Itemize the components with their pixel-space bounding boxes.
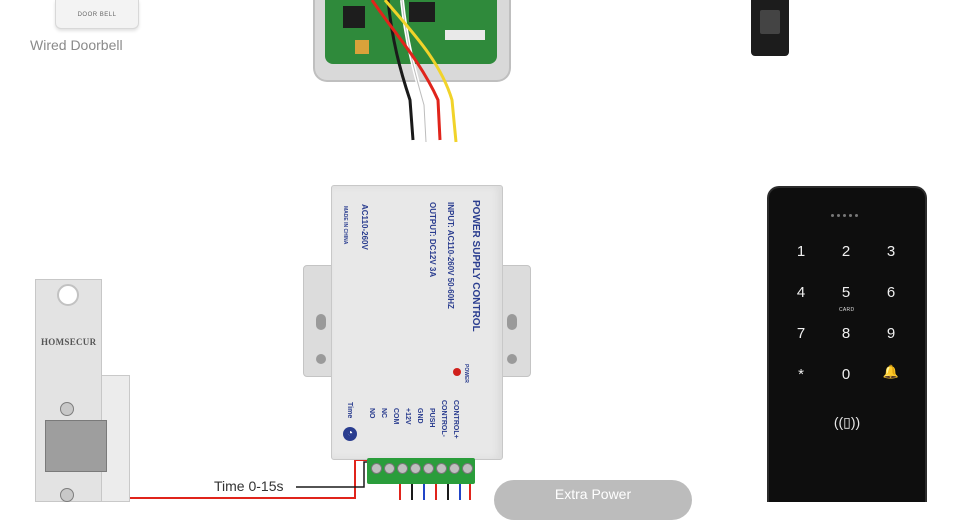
screw-icon (60, 402, 74, 416)
mount-hole-icon (507, 314, 517, 330)
wire-red-lock (128, 459, 376, 499)
rfid-card-icon: ((▯)) (833, 414, 861, 430)
ps-time-label: Time (346, 402, 353, 419)
terminal-screw-icon (397, 463, 408, 474)
key-star[interactable]: * (798, 366, 804, 383)
terminal-screw-icon (436, 463, 447, 474)
ps-terminal-block (367, 458, 475, 484)
card-label: CARD (839, 307, 855, 313)
terminal-screw-icon (384, 463, 395, 474)
key-2[interactable]: 2 (841, 243, 851, 260)
controller-board (313, 0, 511, 82)
ps-terminal-label-12v: +12V (404, 408, 411, 425)
key-5[interactable]: 5 (841, 284, 851, 301)
doorbell-caption: Wired Doorbell (30, 37, 123, 53)
lock-latch-mechanism (45, 420, 107, 472)
time-range-label: Time 0-15s (214, 478, 284, 494)
key-7[interactable]: 7 (796, 325, 806, 342)
exit-button-face (760, 10, 780, 34)
ps-terminal-label-push: PUSH (428, 408, 435, 428)
ps-output: OUTPUT: DC12V 3A (428, 202, 437, 278)
ps-title: POWER SUPPLY CONTROL (470, 200, 481, 332)
bell-icon[interactable]: 🔔 (882, 364, 900, 379)
doorbell-device: DOOR BELL (55, 0, 139, 29)
wire-red-top (370, 0, 442, 141)
ps-terminal-label-no: NO (368, 408, 375, 419)
key-9[interactable]: 9 (886, 325, 896, 342)
key-4[interactable]: 4 (796, 284, 806, 301)
power-led (453, 368, 461, 376)
timer-knob-icon: ◔ (343, 427, 357, 441)
extra-power-label: Extra Power (554, 486, 632, 502)
wire-yellow-top (383, 0, 458, 143)
ps-terminal-label-gnd: GND (416, 408, 423, 424)
ps-terminal-label-com: COM (392, 408, 399, 425)
keypad-sensor-dots (829, 214, 859, 218)
lock-brand: HOMSECUR (41, 337, 97, 347)
power-led-label: POWER (463, 364, 469, 383)
wire-white-edge (401, 0, 427, 143)
exit-button-device (751, 0, 789, 56)
wire-black-top (386, 0, 415, 141)
terminal-screw-icon (371, 463, 382, 474)
wiring-diagram (128, 0, 471, 500)
ps-terminal-label-control-plus: CONTROL+ (452, 400, 459, 439)
access-keypad: 1 2 3 4 5 6 CARD 7 8 9 * 0 🔔 ((▯)) (767, 186, 927, 502)
terminal-screw-icon (449, 463, 460, 474)
doorbell-device-text: DOOR BELL (77, 12, 117, 18)
ps-terminal-label-control-minus: CONTROL- (440, 400, 447, 437)
lock-mount-hole-icon (57, 284, 79, 306)
key-1[interactable]: 1 (796, 243, 806, 260)
key-8[interactable]: 8 (841, 325, 851, 342)
terminal-screw-icon (410, 463, 421, 474)
chip-icon (343, 6, 365, 28)
mount-hole-icon (316, 314, 326, 330)
key-3[interactable]: 3 (886, 243, 896, 260)
mount-hole-icon (507, 354, 517, 364)
ps-made-in: MADE IN CHINA (342, 206, 348, 245)
power-supply-body: POWER SUPPLY CONTROL INPUT: AC110-260V 5… (331, 185, 503, 460)
ps-ac-rating: AC110-260V (360, 204, 369, 250)
terminal-screw-icon (423, 463, 434, 474)
key-0[interactable]: 0 (841, 366, 851, 383)
connector-icon (445, 30, 485, 40)
key-6[interactable]: 6 (886, 284, 896, 301)
capacitor-icon (355, 40, 369, 54)
mount-hole-icon (316, 354, 326, 364)
ps-terminal-label-nc: NC (380, 408, 387, 419)
terminal-screw-icon (462, 463, 473, 474)
chip-icon (409, 2, 435, 22)
ps-input: INPUT: AC110-260V 50-60HZ (446, 202, 455, 309)
